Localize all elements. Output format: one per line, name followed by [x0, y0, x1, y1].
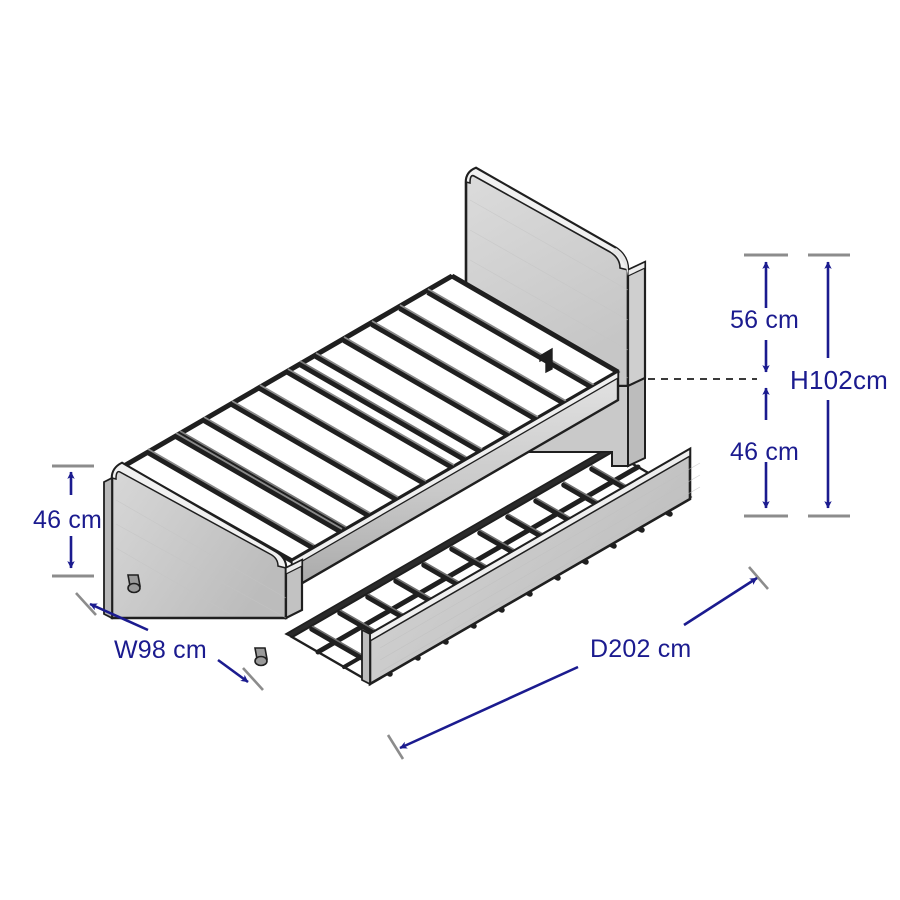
caster-wheel [127, 574, 268, 667]
dimension-56cm: 56 cm [730, 253, 799, 373]
extension-tick-start [748, 566, 769, 590]
extension-tick-start [75, 592, 97, 616]
trundle-front-panel [361, 446, 701, 687]
main-bed-slat-grid [121, 273, 621, 564]
arrow-upper-right [683, 576, 758, 627]
extension-tick-end [386, 734, 405, 760]
dimension-label-w98cm: W98 cm [114, 636, 207, 664]
main-bed [103, 166, 647, 667]
dimension-d202cm: D202 cm [386, 566, 769, 760]
center-support-bracket [539, 347, 553, 374]
dimension-46cm-left: 46 cm [33, 464, 102, 578]
footboard-panel [103, 461, 304, 620]
dimension-label-46cm-right: 46 cm [730, 438, 799, 466]
dimension-h102cm: H102cm [790, 253, 888, 518]
headboard-post-lower [627, 376, 646, 468]
dimension-label-56cm: 56 cm [730, 306, 799, 334]
dimension-w98cm: W98 cm [75, 592, 264, 691]
arrow-lower-right [217, 658, 249, 684]
dimension-46cm-right: 46 cm [730, 387, 799, 518]
arrow-lower-left [399, 665, 579, 750]
dimension-label-h102cm: H102cm [790, 365, 888, 395]
dimension-label-46cm-left: 46 cm [33, 506, 102, 534]
extension-tick-end [242, 667, 264, 691]
dimension-label-d202cm: D202 cm [590, 635, 691, 663]
trundle-bed [284, 446, 701, 687]
arrow-upper-left [89, 602, 149, 632]
